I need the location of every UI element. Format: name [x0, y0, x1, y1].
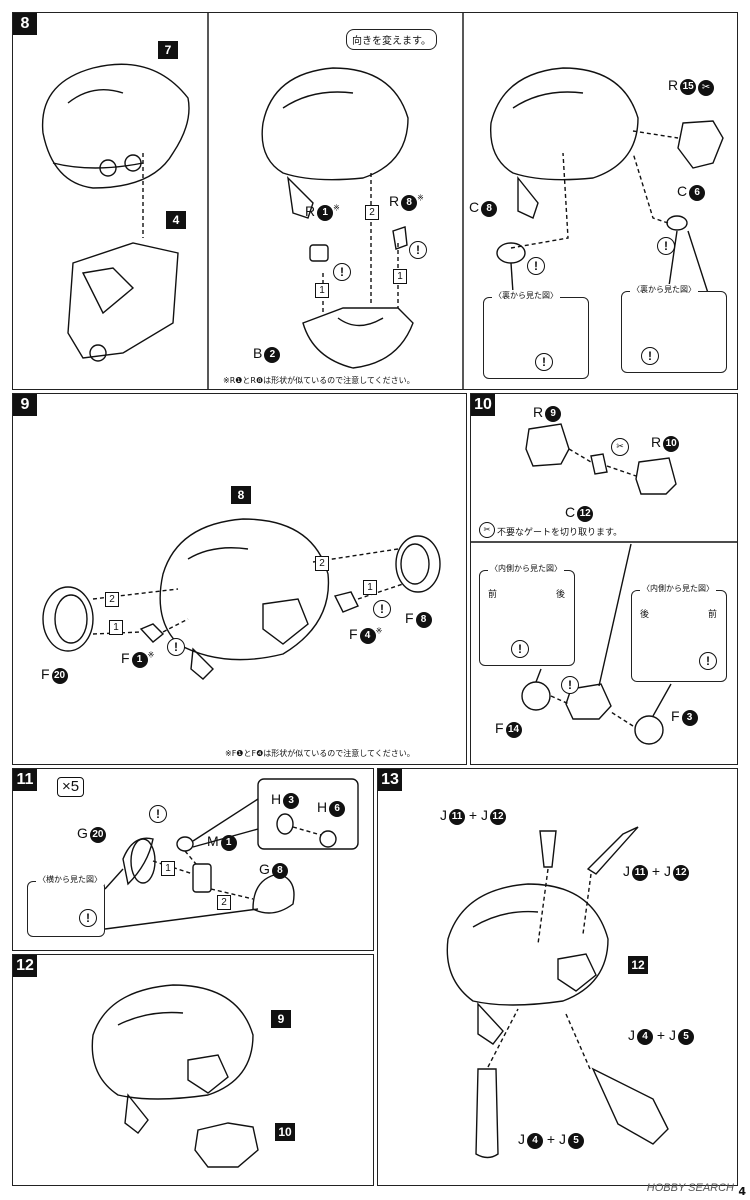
- gate-cut-icon: ✂: [479, 522, 495, 538]
- side-view-box: 〈横から見た図〉: [27, 874, 105, 937]
- view-caption: 〈裏から見た図〉: [630, 284, 698, 295]
- step-number: 9: [13, 394, 37, 416]
- shape-warning-note: ※F❶とF❹は形状が似ているので注意してください。: [225, 749, 415, 758]
- exclamation-icon: !: [535, 353, 553, 371]
- part-ref-10: 10: [275, 1123, 295, 1141]
- seq-step-2: 2: [105, 592, 119, 607]
- step-13-illustration: [446, 826, 669, 1159]
- front-label: 前: [708, 610, 718, 620]
- shape-warning-note: ※R❶とR❽は形状が似ているので注意してください。: [223, 376, 415, 385]
- exclamation-icon: !: [511, 640, 529, 658]
- exclamation-icon: !: [373, 600, 391, 618]
- view-caption: 〈横から見た図〉: [36, 874, 104, 885]
- exclamation-icon: !: [167, 638, 185, 656]
- exclamation-icon: !: [657, 237, 675, 255]
- back-view-box-right: 〈裏から見た図〉: [621, 284, 727, 373]
- gate-cut-icon: ✂: [698, 80, 715, 96]
- seq-step-2: 2: [315, 556, 329, 571]
- exclamation-icon: !: [641, 347, 659, 365]
- step-12-illustration: [91, 984, 259, 1168]
- step-9-illustration: [42, 518, 441, 680]
- step-8-illustration: [41, 13, 724, 389]
- seq-step-1: 1: [109, 620, 123, 635]
- exclamation-icon: !: [149, 805, 167, 823]
- seq-step-1: 1: [315, 283, 329, 298]
- step-number: 8: [13, 13, 37, 35]
- gate-cut-icon: ✂: [611, 438, 629, 456]
- part-ref-4: 4: [166, 211, 186, 229]
- part-ref-9: 9: [271, 1010, 291, 1028]
- seq-step-2: 2: [365, 205, 379, 220]
- part-ref-12: 12: [628, 956, 648, 974]
- exclamation-icon: !: [699, 652, 717, 670]
- step-number: 11: [13, 769, 37, 791]
- back-label: 後: [556, 590, 566, 600]
- rotate-callout: 向きを変えます。: [346, 29, 437, 50]
- back-label: 後: [640, 610, 650, 620]
- exclamation-icon: !: [333, 263, 351, 281]
- seq-step-1: 1: [393, 269, 407, 284]
- repeat-multiplier: ×5: [57, 777, 85, 797]
- part-ref-8: 8: [231, 486, 251, 504]
- hobby-search-logo: HOBBY SEARCH: [646, 1182, 734, 1194]
- front-label: 前: [488, 590, 498, 600]
- step-12-panel: 12 9 10: [12, 954, 374, 1186]
- exclamation-icon: !: [527, 257, 545, 275]
- seq-step-2: 2: [217, 895, 231, 910]
- step-number: 13: [378, 769, 402, 791]
- seq-step-1: 1: [363, 580, 377, 595]
- page-number: 4: [738, 1185, 746, 1198]
- exclamation-icon: !: [561, 676, 579, 694]
- view-caption: 〈裏から見た図〉: [492, 290, 560, 301]
- part-ref-7: 7: [158, 41, 178, 59]
- exclamation-icon: !: [409, 241, 427, 259]
- view-caption: 〈内側から見た図〉: [640, 583, 716, 594]
- exclamation-icon: !: [79, 909, 97, 927]
- seq-step-1: 1: [161, 861, 175, 876]
- step-number: 12: [13, 955, 37, 977]
- view-caption: 〈内側から見た図〉: [488, 563, 564, 574]
- gate-cut-note: 不要なゲートを切り取ります。: [497, 528, 623, 538]
- inside-view-box-left: 〈内側から見た図〉 前 後: [479, 563, 575, 666]
- step-number: 10: [471, 394, 495, 416]
